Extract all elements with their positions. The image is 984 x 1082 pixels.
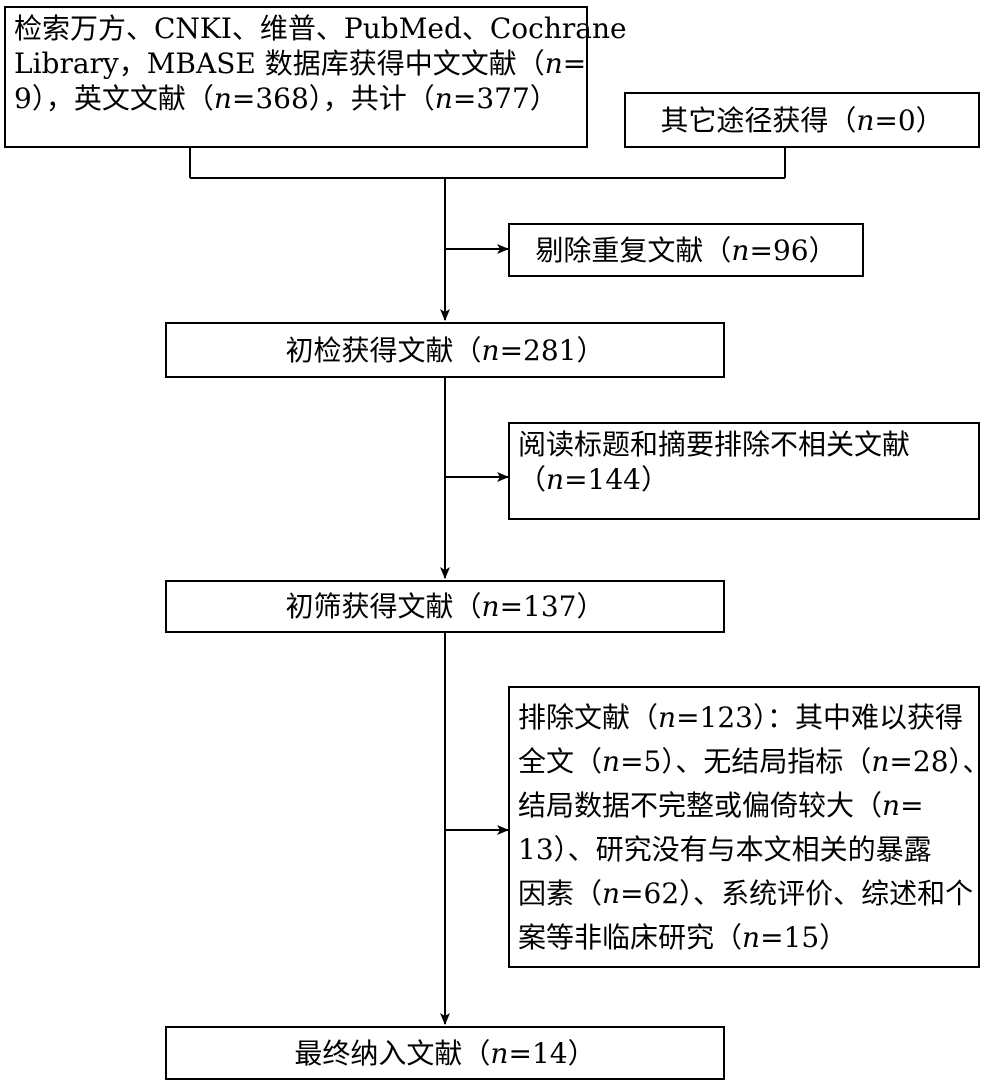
final-included-text: 最终纳入文献（n=14） xyxy=(294,1036,596,1070)
fulltext-excluded-line-2: 全文（n=5）、无结局指标（n=28）、 xyxy=(518,745,984,778)
search-box-line-1: 检索万方、CNKI、维普、PubMed、Cochrane xyxy=(14,12,627,45)
fulltext-excluded-line-5: 因素（n=62）、系统评价、综述和个 xyxy=(518,877,974,910)
duplicates-removed-text: 剔除重复文献（n=96） xyxy=(535,233,837,267)
other-sources-box: 其它途径获得（n=0） xyxy=(624,92,980,148)
title-abstract-excluded-line-1: 阅读标题和摘要排除不相关文献 xyxy=(518,428,911,461)
search-box-line-2: Library，MBASE 数据库获得中文文献（n= xyxy=(14,47,587,80)
title-abstract-excluded-line-2: （n=144） xyxy=(518,463,669,496)
fulltext-excluded-line-6: 案等非临床研究（n=15） xyxy=(518,921,848,954)
initial-retrieved-box: 初检获得文献（n=281） xyxy=(165,322,725,378)
fulltext-excluded-box: 排除文献（n=123）：其中难以获得 全文（n=5）、无结局指标（n=28）、 … xyxy=(508,686,984,968)
search-box-line-3: 9），英文文献（n=368），共计（n=377） xyxy=(14,82,558,115)
search-sources-box: 检索万方、CNKI、维普、PubMed、Cochrane Library，MBA… xyxy=(4,6,627,148)
initial-screened-text: 初筛获得文献（n=137） xyxy=(285,590,605,623)
initial-screened-box: 初筛获得文献（n=137） xyxy=(165,580,725,633)
fulltext-excluded-line-4: 13）、研究没有与本文相关的暴露 xyxy=(518,833,932,866)
initial-retrieved-text: 初检获得文献（n=281） xyxy=(285,333,605,367)
other-sources-text: 其它途径获得（n=0） xyxy=(660,103,944,137)
duplicates-removed-box: 剔除重复文献（n=96） xyxy=(508,223,864,277)
title-abstract-excluded-box: 阅读标题和摘要排除不相关文献 （n=144） xyxy=(508,422,980,520)
fulltext-excluded-line-3: 结局数据不完整或偏倚较大（n= xyxy=(518,789,924,822)
fulltext-excluded-line-1: 排除文献（n=123）：其中难以获得 xyxy=(518,701,963,734)
final-included-box: 最终纳入文献（n=14） xyxy=(165,1026,725,1080)
